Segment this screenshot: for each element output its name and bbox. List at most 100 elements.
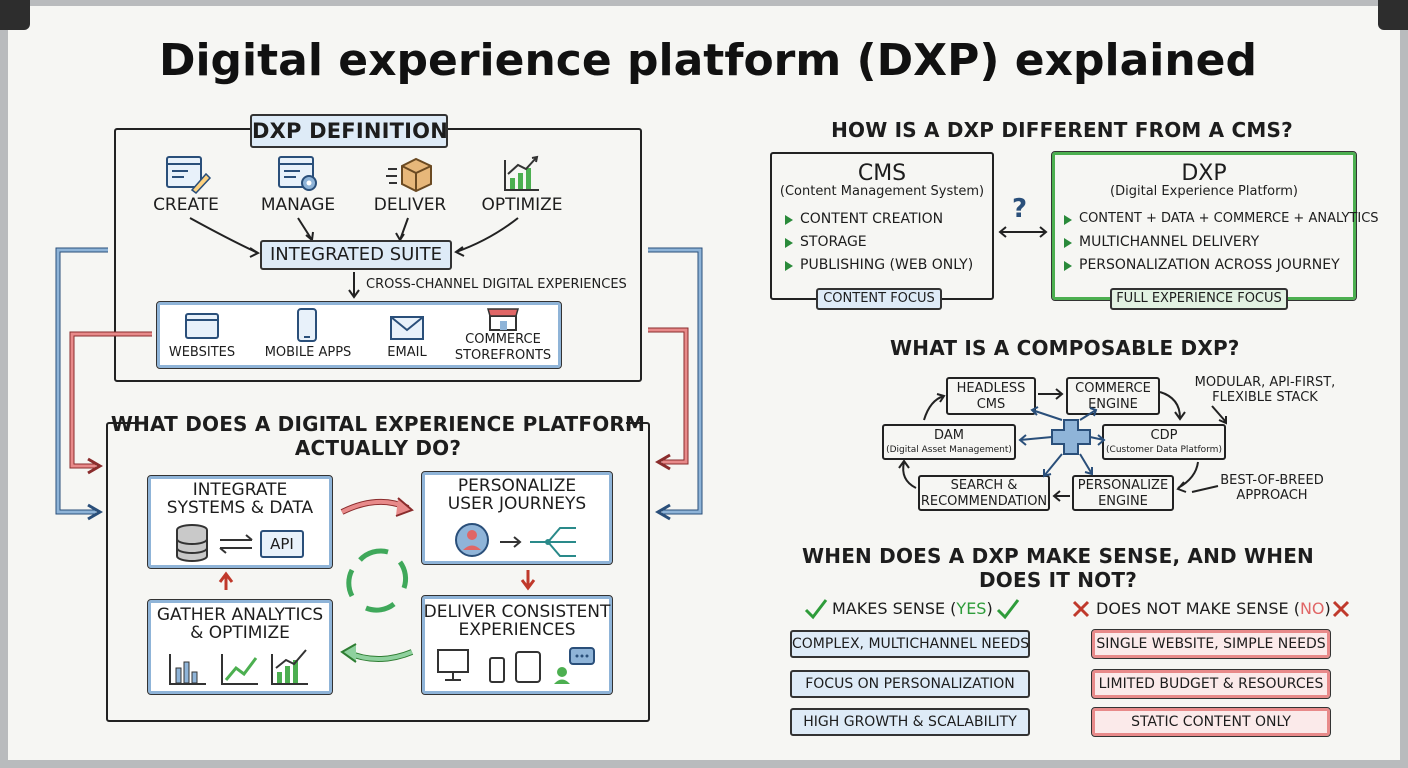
cross-icon: [1332, 600, 1350, 618]
node-search: SEARCH & RECOMMENDATION: [918, 475, 1050, 511]
channel-email: EMAIL: [387, 345, 427, 360]
bar-chart-trend-icon: [504, 155, 539, 191]
cross-icon: [1072, 600, 1090, 618]
no-item-label: STATIC CONTENT ONLY: [1131, 714, 1291, 730]
node-line: ENGINE: [1088, 397, 1138, 412]
definition-heading-box: DXP DEFINITION: [250, 114, 448, 148]
cms-item: PUBLISHING (WEB ONLY): [800, 257, 974, 273]
channel-mobile-apps: MOBILE APPS: [264, 345, 352, 360]
dxp-item: MULTICHANNEL DELIVERY: [1079, 234, 1260, 250]
no-item-label: SINGLE WEBSITE, SIMPLE NEEDS: [1096, 636, 1326, 652]
bullet-icon: [785, 215, 793, 225]
question-mark: ?: [1012, 194, 1028, 224]
browser-window-icon: [185, 313, 219, 339]
dxp-focus-label: FULL EXPERIENCE FOCUS: [1116, 291, 1282, 306]
check-icon: [804, 599, 828, 620]
dxp-subtitle: (Digital Experience Platform): [1110, 184, 1298, 199]
capability-deliver: DELIVER: [373, 195, 447, 215]
channel-commerce-line1: COMMERCE: [465, 332, 541, 347]
node-title: DAM: [934, 428, 964, 443]
node-subtitle: (Customer Data Platform): [1106, 445, 1222, 455]
capability-manage: MANAGE: [260, 195, 336, 215]
what-does-heading-line2: ACTUALLY DO?: [294, 436, 462, 460]
no-item: LIMITED BUDGET & RESOURCES: [1091, 669, 1331, 699]
step-personalize: [421, 471, 613, 565]
when-heading-line2: DOES IT NOT?: [978, 568, 1138, 592]
user-avatar-icon: [455, 523, 489, 557]
note-best-of-breed-line2: APPROACH: [1236, 488, 1308, 503]
yes-item: FOCUS ON PERSONALIZATION: [790, 670, 1030, 698]
yes-item: COMPLEX, MULTICHANNEL NEEDS: [790, 630, 1030, 658]
database-icon: [176, 524, 208, 562]
step-deliver-line2: EXPERIENCES: [458, 620, 576, 640]
yes-item-label: COMPLEX, MULTICHANNEL NEEDS: [792, 636, 1030, 652]
channel-websites: WEBSITES: [168, 345, 236, 360]
dxp-item: CONTENT + DATA + COMMERCE + ANALYTICS: [1079, 211, 1379, 226]
capability-optimize: OPTIMIZE: [481, 195, 563, 215]
integrated-suite-box: INTEGRATED SUITE: [260, 240, 452, 270]
integrated-suite-label: INTEGRATED SUITE: [269, 244, 442, 265]
heading-backdrop: [136, 410, 626, 464]
cms-title: CMS: [857, 161, 907, 186]
node-line: COMMERCE: [1075, 381, 1151, 396]
node-line: ENGINE: [1098, 494, 1148, 509]
does-not-make-sense-label: DOES NOT MAKE SENSE (NO): [1096, 599, 1331, 618]
list-gear-icon: [278, 156, 317, 191]
node-line: CMS: [976, 397, 1006, 412]
cms-item: STORAGE: [800, 234, 867, 250]
definition-heading: DXP DEFINITION: [252, 119, 449, 143]
plus-hub-icon: [1051, 419, 1091, 455]
step-deliver-line1: DELIVER CONSISTENT: [423, 602, 611, 622]
node-line: HEADLESS: [956, 381, 1026, 396]
node-line: SEARCH &: [950, 478, 1018, 493]
capability-create: CREATE: [153, 195, 219, 215]
cms-vs-dxp-heading: HOW IS A DXP DIFFERENT FROM A CMS?: [831, 118, 1293, 142]
step-gather-line2: & OPTIMIZE: [190, 623, 290, 643]
node-subtitle: (Digital Asset Management): [886, 445, 1012, 455]
page-title: Digital experience platform (DXP) explai…: [158, 35, 1258, 86]
makes-sense-label: MAKES SENSE (YES): [832, 599, 993, 618]
api-box: API: [260, 530, 304, 558]
channel-commerce-line2: STOREFRONTS: [454, 348, 552, 363]
devices-icon: [437, 647, 595, 684]
analytics-charts-icon: [169, 649, 308, 685]
yes-item-label: HIGH GROWTH & SCALABILITY: [803, 714, 1017, 730]
cms-focus-label: CONTENT FOCUS: [823, 291, 935, 306]
note-best-of-breed-line1: BEST-OF-BREED: [1220, 473, 1324, 488]
branching-journey-icon: [530, 527, 576, 557]
check-icon: [996, 599, 1020, 620]
step-integrate-line1: INTEGRATE: [192, 480, 288, 500]
smartphone-icon: [297, 308, 317, 342]
node-commerce-engine: COMMERCE ENGINE: [1066, 377, 1160, 415]
dxp-focus-badge: FULL EXPERIENCE FOCUS: [1110, 288, 1288, 310]
note-modular-line1: MODULAR, API-FIRST,: [1194, 375, 1336, 390]
frame-corner: [0, 0, 30, 30]
bullet-icon: [785, 261, 793, 271]
yes-item-label: FOCUS ON PERSONALIZATION: [805, 676, 1015, 692]
cms-focus-badge: CONTENT FOCUS: [816, 288, 942, 310]
cms-item: CONTENT CREATION: [800, 211, 944, 227]
composable-heading: WHAT IS A COMPOSABLE DXP?: [890, 336, 1240, 360]
bullet-icon: [1064, 238, 1072, 248]
step-personalize-line2: USER JOURNEYS: [447, 494, 587, 514]
dxp-title: DXP: [1181, 161, 1227, 186]
step-gather-line1: GATHER ANALYTICS: [156, 605, 324, 625]
browser-pencil-icon: [166, 156, 212, 195]
cycle-arrows-icon: [346, 548, 409, 613]
node-title: CDP: [1150, 428, 1178, 443]
when-heading-line1: WHEN DOES A DXP MAKE SENSE, AND WHEN: [802, 544, 1314, 568]
node-headless-cms: HEADLESS CMS: [946, 377, 1036, 415]
step-personalize-line1: PERSONALIZE: [457, 476, 577, 496]
package-box-icon: [386, 157, 432, 193]
cms-subtitle: (Content Management System): [779, 184, 985, 199]
bullet-icon: [1064, 261, 1072, 271]
storefront-icon: [487, 308, 519, 331]
